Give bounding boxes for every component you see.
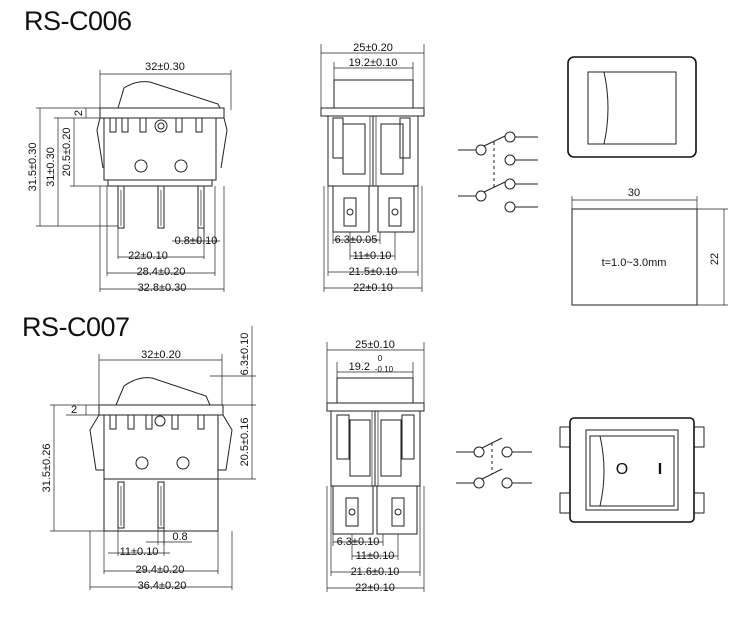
- c006-mount-width-label: 21.5±0.10: [349, 266, 398, 278]
- c006-tab-pitch-label: 11±0.10: [353, 250, 392, 262]
- c007-front-outer-label: 25±0.10: [355, 339, 395, 351]
- c006-cutout-height-label: 22: [709, 253, 721, 265]
- c007-front-inner-label: 19.2: [349, 361, 370, 373]
- c006-height-body-top-label: 20.5±0.20: [61, 128, 73, 177]
- c007-tab-width-label: 6.3±0.10: [337, 536, 380, 548]
- c006-front-outer-label: 25±0.20: [353, 42, 393, 54]
- c007-cap-offset-label: 2: [71, 404, 77, 416]
- c007-cap-height-label: 6.3±0.10: [239, 333, 251, 376]
- c006-cutout-thickness-label: t=1.0~3.0mm: [602, 257, 667, 269]
- c007-term-pitch-label: 11±0.10: [120, 546, 159, 558]
- c007-term-span-label: 29.4±0.20: [136, 564, 185, 576]
- c006-base-width-front-label: 22±0.10: [353, 282, 393, 294]
- c007-circuit-schematic: [456, 437, 532, 489]
- c006-term-span-inner-label: 22±0.10: [128, 250, 168, 262]
- c007-mount-width-label: 21.6±0.10: [351, 566, 400, 578]
- c007-rocker-on-mark: I: [658, 461, 662, 478]
- c007-side-view: 32±0.20 31.5±0.26 2 6.3±0.10: [41, 326, 256, 592]
- c006-top-view: [567, 56, 697, 158]
- c006-circuit-schematic: [458, 131, 538, 213]
- c007-base-width-label: 36.4±0.20: [138, 580, 187, 592]
- c006-height-body-label: 31±0.30: [45, 147, 57, 187]
- c006-front-inner-label: 19.2±0.10: [349, 57, 398, 69]
- c007-front-inner-tol-lower: -0.10: [375, 365, 394, 374]
- c006-width-top-label: 32±0.30: [145, 61, 185, 73]
- c007-rocker-off-mark: O: [616, 461, 628, 478]
- c006-height-total-label: 31.5±0.30: [27, 143, 39, 192]
- c006-base-width-label: 32.8±0.30: [138, 282, 187, 294]
- c007-top-view: [559, 417, 705, 523]
- title-rs-c006: RS-C006: [24, 6, 132, 36]
- c007-tab-pitch-label: 11±0.10: [356, 550, 395, 562]
- c007-front-view: 25±0.10 19.2 0 -0.10 6.3±0.10 11±0.10: [326, 339, 425, 594]
- c007-base-width-front-label: 22±0.10: [355, 582, 395, 594]
- c006-panel-cutout: 30 t=1.0~3.0mm 22: [571, 187, 728, 306]
- c007-front-inner-tol-upper: 0: [378, 354, 383, 363]
- c006-front-view: 25±0.20 19.2±0.10 6.3±0.05 11±0.10: [320, 42, 425, 294]
- c007-width-top-label: 32±0.20: [141, 349, 181, 361]
- c006-tab-width-label: 6.3±0.05: [335, 234, 378, 246]
- c006-side-view: 32±0.30 31.5±0.30 31±0: [27, 61, 232, 294]
- c007-height-total-label: 31.5±0.26: [41, 444, 53, 493]
- c006-term-thickness-label: 0.8±0.10: [175, 235, 218, 247]
- c006-cap-offset-label: 2: [73, 110, 85, 116]
- c007-term-thickness-label: 0.8: [172, 531, 187, 543]
- c007-height-body-label: 20.5±0.16: [239, 418, 251, 467]
- c006-cutout-width-label: 30: [628, 187, 640, 199]
- c006-term-span-label: 28.4±0.20: [137, 266, 186, 278]
- title-rs-c007: RS-C007: [22, 312, 130, 342]
